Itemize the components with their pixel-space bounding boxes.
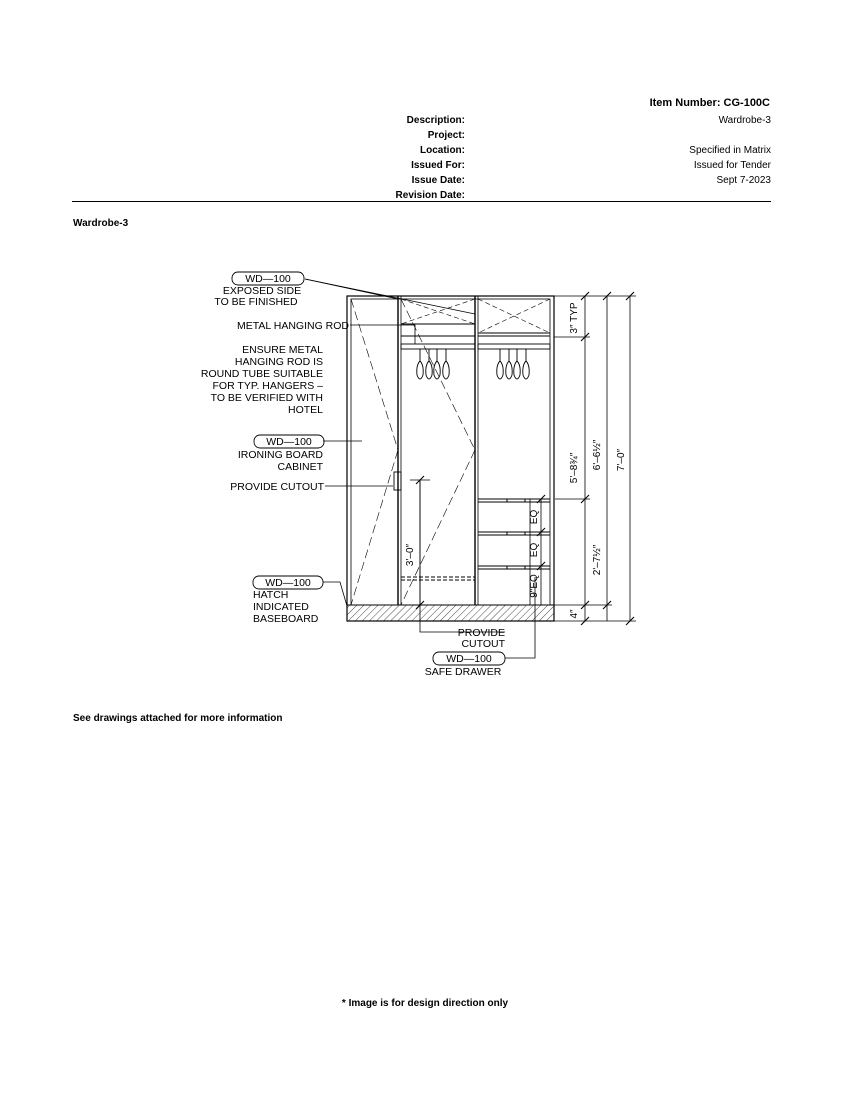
tag-wd100-safe: WD—100 — [446, 653, 492, 665]
dim-top-typ: 3″ TYP — [569, 302, 580, 333]
tag-wd100-top: WD—100 — [245, 273, 291, 285]
meta-row-project: Project: — [330, 128, 771, 143]
header-meta: Description: Wardrobe-3 Project: Locatio… — [330, 113, 771, 203]
note-line-5: TO BE VERIFIED WITH — [211, 392, 323, 404]
note-line-1: ENSURE METAL — [242, 344, 323, 356]
meta-label: Revision Date: — [395, 190, 465, 201]
tag-wd100-iron: WD—100 — [266, 436, 312, 448]
dim-overall: 7'–0″ — [616, 448, 627, 471]
callout-safe-drawer: SAFE DRAWER — [425, 666, 502, 678]
dim-ironing: 3'–0″ — [405, 543, 416, 566]
callout-exposed-1: EXPOSED SIDE — [223, 285, 301, 297]
meta-row-revision-date: Revision Date: — [330, 188, 771, 203]
tag-outline — [231, 271, 305, 286]
dim-base: 4″ — [569, 609, 580, 619]
hangers-right — [496, 349, 530, 380]
callouts: WD—100 EXPOSED SIDE TO BE FINISHED METAL… — [201, 271, 506, 678]
meta-value: Issued for Tender — [693, 160, 771, 171]
callout-iron-2: CABINET — [277, 461, 323, 473]
meta-value: Specified in Matrix — [689, 145, 771, 156]
callout-cutout-2: CUTOUT — [461, 638, 505, 650]
design-direction-note: * Image is for design direction only — [341, 998, 509, 1009]
meta-label: Issue Date: — [411, 175, 465, 186]
meta-row-issued-for: Issued For: Issued for Tender — [330, 158, 771, 173]
tag-outline — [253, 434, 325, 449]
tag-outline — [432, 651, 506, 666]
callout-iron-1: IRONING BOARD — [238, 449, 324, 461]
callout-hatch-3: BASEBOARD — [253, 613, 319, 625]
meta-value: Wardrobe-3 — [718, 115, 771, 126]
wardrobe-elevation-drawing: WD—100 EXPOSED SIDE TO BE FINISHED METAL… — [201, 271, 636, 678]
note-line-6: HOTEL — [288, 404, 323, 416]
callout-hatch-1: HATCH — [253, 589, 288, 601]
tag-outline — [252, 575, 324, 590]
note-line-4: FOR TYP. HANGERS – — [213, 380, 324, 392]
note-line-2: HANGING ROD IS — [235, 356, 323, 368]
header-divider — [72, 201, 771, 202]
hanging-rods — [400, 335, 551, 350]
dim-lower: 2'–7½″ — [592, 544, 603, 575]
dimension-lines — [410, 295, 636, 622]
callout-provide: PROVIDE — [458, 627, 505, 639]
meta-label: Project: — [427, 130, 465, 141]
tag-wd100-hatch: WD—100 — [265, 577, 311, 589]
dim-upper: 5'–8¾″ — [569, 452, 580, 483]
section-title: Wardrobe-3 — [73, 218, 129, 229]
meta-label: Issued For: — [411, 160, 465, 171]
meta-row-location: Location: Specified in Matrix — [330, 143, 771, 158]
callout-cutout: PROVIDE CUTOUT — [230, 481, 324, 493]
meta-row-description: Description: Wardrobe-3 — [330, 113, 771, 128]
wardrobe-carcass — [346, 295, 555, 622]
item-number: Item Number: CG-100C — [649, 97, 770, 109]
callout-hatch-2: INDICATED — [253, 601, 309, 613]
dimension-labels: 3″ TYP 5'–8¾″ 6'–6½″ 7'–0″ 2'–7½″ 4″ 3'–… — [405, 302, 627, 618]
callout-exposed-2: TO BE FINISHED — [214, 296, 298, 308]
note-line-3: ROUND TUBE SUITABLE — [201, 368, 323, 380]
door-swing-lines — [350, 298, 476, 606]
see-drawings-note: See drawings attached for more informati… — [73, 713, 283, 724]
meta-value: Sept 7-2023 — [716, 175, 772, 186]
meta-row-issue-date: Issue Date: Sept 7-2023 — [330, 173, 771, 188]
baseboard-hatch — [346, 604, 555, 622]
callout-rod: METAL HANGING ROD — [237, 320, 349, 332]
hangers-left — [416, 349, 450, 380]
ironing-cutout — [393, 471, 475, 581]
dim-upper-total: 6'–6½″ — [592, 439, 603, 470]
dim-eq-3: 9"EQ — [529, 574, 540, 598]
dim-eq-1: EQ — [529, 510, 540, 525]
meta-label: Location: — [420, 145, 465, 156]
dimension-ticks — [415, 291, 635, 626]
dim-eq-2: EQ — [529, 543, 540, 558]
meta-label: Description: — [406, 115, 465, 126]
